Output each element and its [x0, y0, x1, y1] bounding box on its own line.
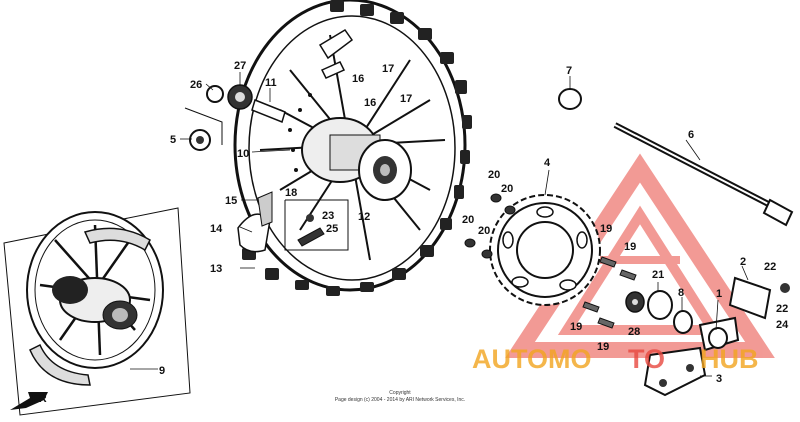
- label-part-10: 10: [237, 148, 249, 160]
- copyright-text: Page design (c) 2004 - 2014 by ARI Netwo…: [335, 397, 465, 403]
- copyright-title: Copyright: [389, 390, 411, 396]
- rear-axle: [613, 122, 794, 227]
- brake-panel-inset: FR: [3, 207, 191, 416]
- watermark-text-part3: HUB: [700, 344, 759, 374]
- watermark-text-part1: AUTOMO: [472, 344, 592, 374]
- label-part-19d: 19: [597, 341, 609, 353]
- label-part-27: 27: [234, 60, 246, 72]
- label-part-17b: 17: [400, 93, 412, 105]
- label-part-20c: 20: [462, 214, 474, 226]
- label-part-22a: 22: [764, 261, 776, 273]
- label-part-4: 4: [544, 157, 551, 169]
- label-part-12: 12: [358, 211, 370, 223]
- label-part-9: 9: [159, 365, 165, 377]
- label-part-20b: 20: [501, 183, 513, 195]
- label-part-22b: 22: [776, 303, 788, 315]
- label-part-25: 25: [326, 223, 338, 235]
- label-part-21: 21: [652, 269, 664, 281]
- sprocket-bolts: [582, 256, 637, 329]
- sprocket-nuts: [464, 193, 516, 259]
- drive-side-components: [625, 276, 790, 397]
- label-part-5: 5: [170, 134, 176, 146]
- label-part-13: 13: [210, 263, 222, 275]
- label-part-11: 11: [265, 77, 277, 89]
- label-part-20d: 20: [478, 225, 490, 237]
- label-part-1: 1: [716, 288, 722, 300]
- label-part-8: 8: [678, 287, 684, 299]
- watermark-text: AUTOMO TO HUB: [472, 344, 759, 374]
- label-part-14: 14: [210, 223, 223, 235]
- label-part-16b: 16: [364, 97, 376, 109]
- tube-and-rimband: [237, 191, 273, 253]
- label-part-2: 2: [740, 256, 746, 268]
- label-part-24: 24: [776, 319, 789, 331]
- collar-part-7: [558, 88, 582, 110]
- label-part-19c: 19: [570, 321, 582, 333]
- label-part-28: 28: [628, 326, 640, 338]
- part-number-labels: 1 2 3 4 5 6 7 8 9 10 11 12 13 14 15 16 1…: [159, 60, 789, 385]
- label-part-17a: 17: [382, 63, 394, 75]
- front-marker: FR: [32, 393, 47, 405]
- rear-wheel-assembly: [233, 0, 472, 296]
- label-part-26: 26: [190, 79, 202, 91]
- label-part-20a: 20: [488, 169, 500, 181]
- final-driven-sprocket: [489, 194, 601, 306]
- label-part-18: 18: [285, 187, 297, 199]
- label-part-6: 6: [688, 129, 694, 141]
- watermark-text-part2: TO: [628, 344, 665, 374]
- label-part-3: 3: [716, 373, 722, 385]
- label-part-7: 7: [566, 65, 572, 77]
- label-part-16a: 16: [352, 73, 364, 85]
- spoke-nipple-group: [284, 199, 349, 251]
- label-part-15: 15: [225, 195, 237, 207]
- label-part-23: 23: [322, 210, 334, 222]
- hub-bearings-and-collar: [184, 84, 286, 151]
- label-part-19b: 19: [624, 241, 636, 253]
- label-part-19a: 19: [600, 223, 612, 235]
- leader-lines: [130, 72, 749, 377]
